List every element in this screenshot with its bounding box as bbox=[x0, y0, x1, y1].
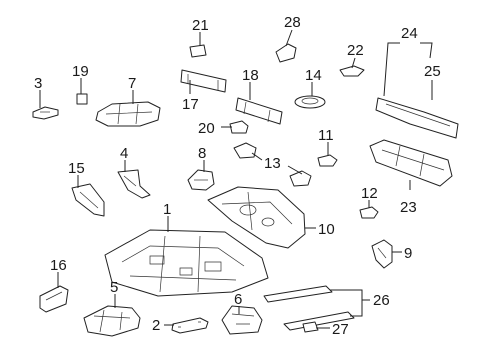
callout-19: 19 bbox=[72, 63, 89, 80]
leader-lines bbox=[39, 29, 433, 329]
part-8-bracket bbox=[187, 169, 215, 191]
callout-22: 22 bbox=[347, 42, 364, 59]
callout-14: 14 bbox=[305, 67, 322, 84]
callout-16: 16 bbox=[50, 257, 67, 274]
part-26-side-sills bbox=[263, 285, 355, 331]
callout-10: 10 bbox=[318, 221, 335, 238]
callout-24: 24 bbox=[401, 25, 418, 42]
callout-12: 12 bbox=[361, 185, 378, 202]
part-16-bracket bbox=[39, 285, 69, 313]
part-5-crossmember bbox=[83, 305, 141, 337]
callout-25: 25 bbox=[424, 63, 441, 80]
part-12-plate bbox=[359, 206, 379, 219]
callout-7: 7 bbox=[128, 75, 136, 92]
callout-2: 2 bbox=[152, 317, 160, 334]
part-4-reinforcement bbox=[117, 169, 151, 199]
part-21-bracket bbox=[189, 44, 207, 58]
callout-3: 3 bbox=[34, 75, 42, 92]
callout-11: 11 bbox=[318, 127, 334, 144]
part-18-crossmember bbox=[235, 97, 283, 125]
callout-15: 15 bbox=[68, 160, 85, 177]
callout-17: 17 bbox=[182, 96, 199, 113]
part-17-crossmember bbox=[180, 69, 227, 93]
callout-18: 18 bbox=[242, 67, 259, 84]
callout-27: 27 bbox=[332, 321, 349, 338]
callout-20: 20 bbox=[198, 120, 215, 137]
callout-28: 28 bbox=[284, 14, 301, 31]
part-7-crossmember bbox=[95, 101, 161, 127]
callout-26: 26 bbox=[373, 292, 390, 309]
callout-8: 8 bbox=[198, 145, 206, 162]
callout-23: 23 bbox=[400, 199, 417, 216]
callout-6: 6 bbox=[234, 291, 242, 308]
part-1-floor-pan bbox=[104, 229, 269, 297]
callout-labels: 1 2 3 4 5 6 7 8 9 10 11 12 13 14 15 16 1… bbox=[34, 14, 441, 338]
part-27-bracket bbox=[302, 321, 319, 333]
part-13-brackets bbox=[233, 142, 312, 187]
part-10-rear-floor-pan bbox=[207, 186, 306, 249]
part-11-plate bbox=[317, 154, 338, 167]
callout-1: 1 bbox=[163, 201, 171, 218]
part-6-bracket bbox=[221, 305, 263, 335]
part-23-rear-crossmember bbox=[369, 139, 453, 187]
callout-13: 13 bbox=[264, 155, 281, 172]
part-19-clip bbox=[76, 93, 88, 105]
part-2-bracket bbox=[171, 317, 209, 334]
callout-9: 9 bbox=[404, 245, 412, 262]
part-15-reinforcement bbox=[71, 183, 105, 217]
callout-21: 21 bbox=[192, 17, 209, 34]
callout-4: 4 bbox=[120, 145, 128, 162]
part-25-rear-member bbox=[375, 97, 459, 139]
callout-5: 5 bbox=[110, 279, 118, 296]
part-3-bracket bbox=[32, 106, 59, 120]
part-14-grommet bbox=[294, 95, 326, 109]
part-22-bracket bbox=[339, 65, 365, 77]
part-28-bracket bbox=[275, 43, 297, 63]
part-9-bracket bbox=[371, 239, 393, 269]
part-20-bracket bbox=[229, 120, 249, 134]
